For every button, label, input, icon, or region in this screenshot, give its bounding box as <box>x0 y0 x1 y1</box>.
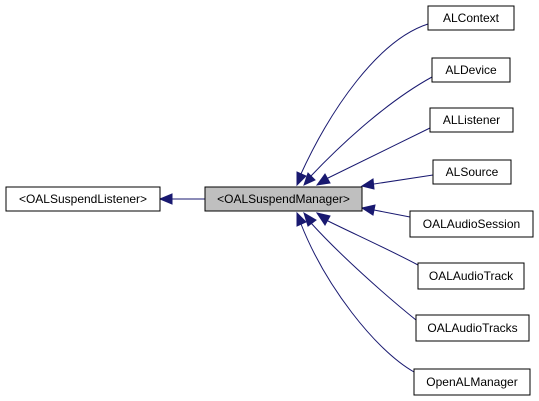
arrowhead-aldevice <box>303 172 316 186</box>
edge-audio-track-to-suspend-manager <box>325 219 419 266</box>
node-oal-audio-session[interactable]: OALAudioSession <box>409 210 534 238</box>
edge-aldevice-to-suspend-manager <box>309 76 433 178</box>
node-al-device[interactable]: ALDevice <box>431 57 511 83</box>
node-label: OALAudioTracks <box>427 321 517 335</box>
node-al-source[interactable]: ALSource <box>432 159 512 185</box>
arrowhead-alsource <box>360 178 375 190</box>
edge-audio-tracks-to-suspend-manager <box>310 222 417 321</box>
node-label: <OALSuspendManager> <box>217 192 350 206</box>
node-al-context[interactable]: ALContext <box>427 5 515 31</box>
arrowhead-allistener <box>315 173 331 186</box>
arrowhead-audio-session <box>360 204 376 216</box>
edge-openal-manager-to-suspend-manager <box>300 223 415 373</box>
node-oal-audio-track[interactable]: OALAudioTrack <box>417 262 525 290</box>
node-label: OpenALManager <box>426 375 517 389</box>
node-label: ALContext <box>443 11 500 25</box>
arrowhead-openal-manager <box>296 211 307 227</box>
node-oal-suspend-manager[interactable]: <OALSuspendManager> <box>204 186 363 212</box>
node-oal-suspend-listener[interactable]: <OALSuspendListener> <box>5 186 161 212</box>
node-openal-manager[interactable]: OpenALManager <box>413 368 531 396</box>
node-label: OALAudioTrack <box>429 269 514 283</box>
node-oal-audio-tracks[interactable]: OALAudioTracks <box>415 314 530 342</box>
edge-alsource-to-suspend-manager <box>373 174 434 185</box>
arrowhead-suspend-listener <box>158 193 173 205</box>
node-al-listener[interactable]: ALListener <box>429 107 514 133</box>
diagram-edges <box>158 23 434 373</box>
node-label: ALDevice <box>445 63 497 77</box>
node-label: ALSource <box>446 165 499 179</box>
edge-allistener-to-suspend-manager <box>325 127 431 180</box>
arrowhead-audio-tracks <box>303 211 317 227</box>
arrowhead-audio-track <box>315 212 331 226</box>
edge-alcontext-to-suspend-manager <box>299 23 429 177</box>
node-label: ALListener <box>443 113 500 127</box>
node-label: OALAudioSession <box>423 217 520 231</box>
node-label: <OALSuspendListener> <box>19 192 147 206</box>
arrowhead-alcontext <box>296 171 307 187</box>
edge-audio-session-to-suspend-manager <box>373 209 411 218</box>
